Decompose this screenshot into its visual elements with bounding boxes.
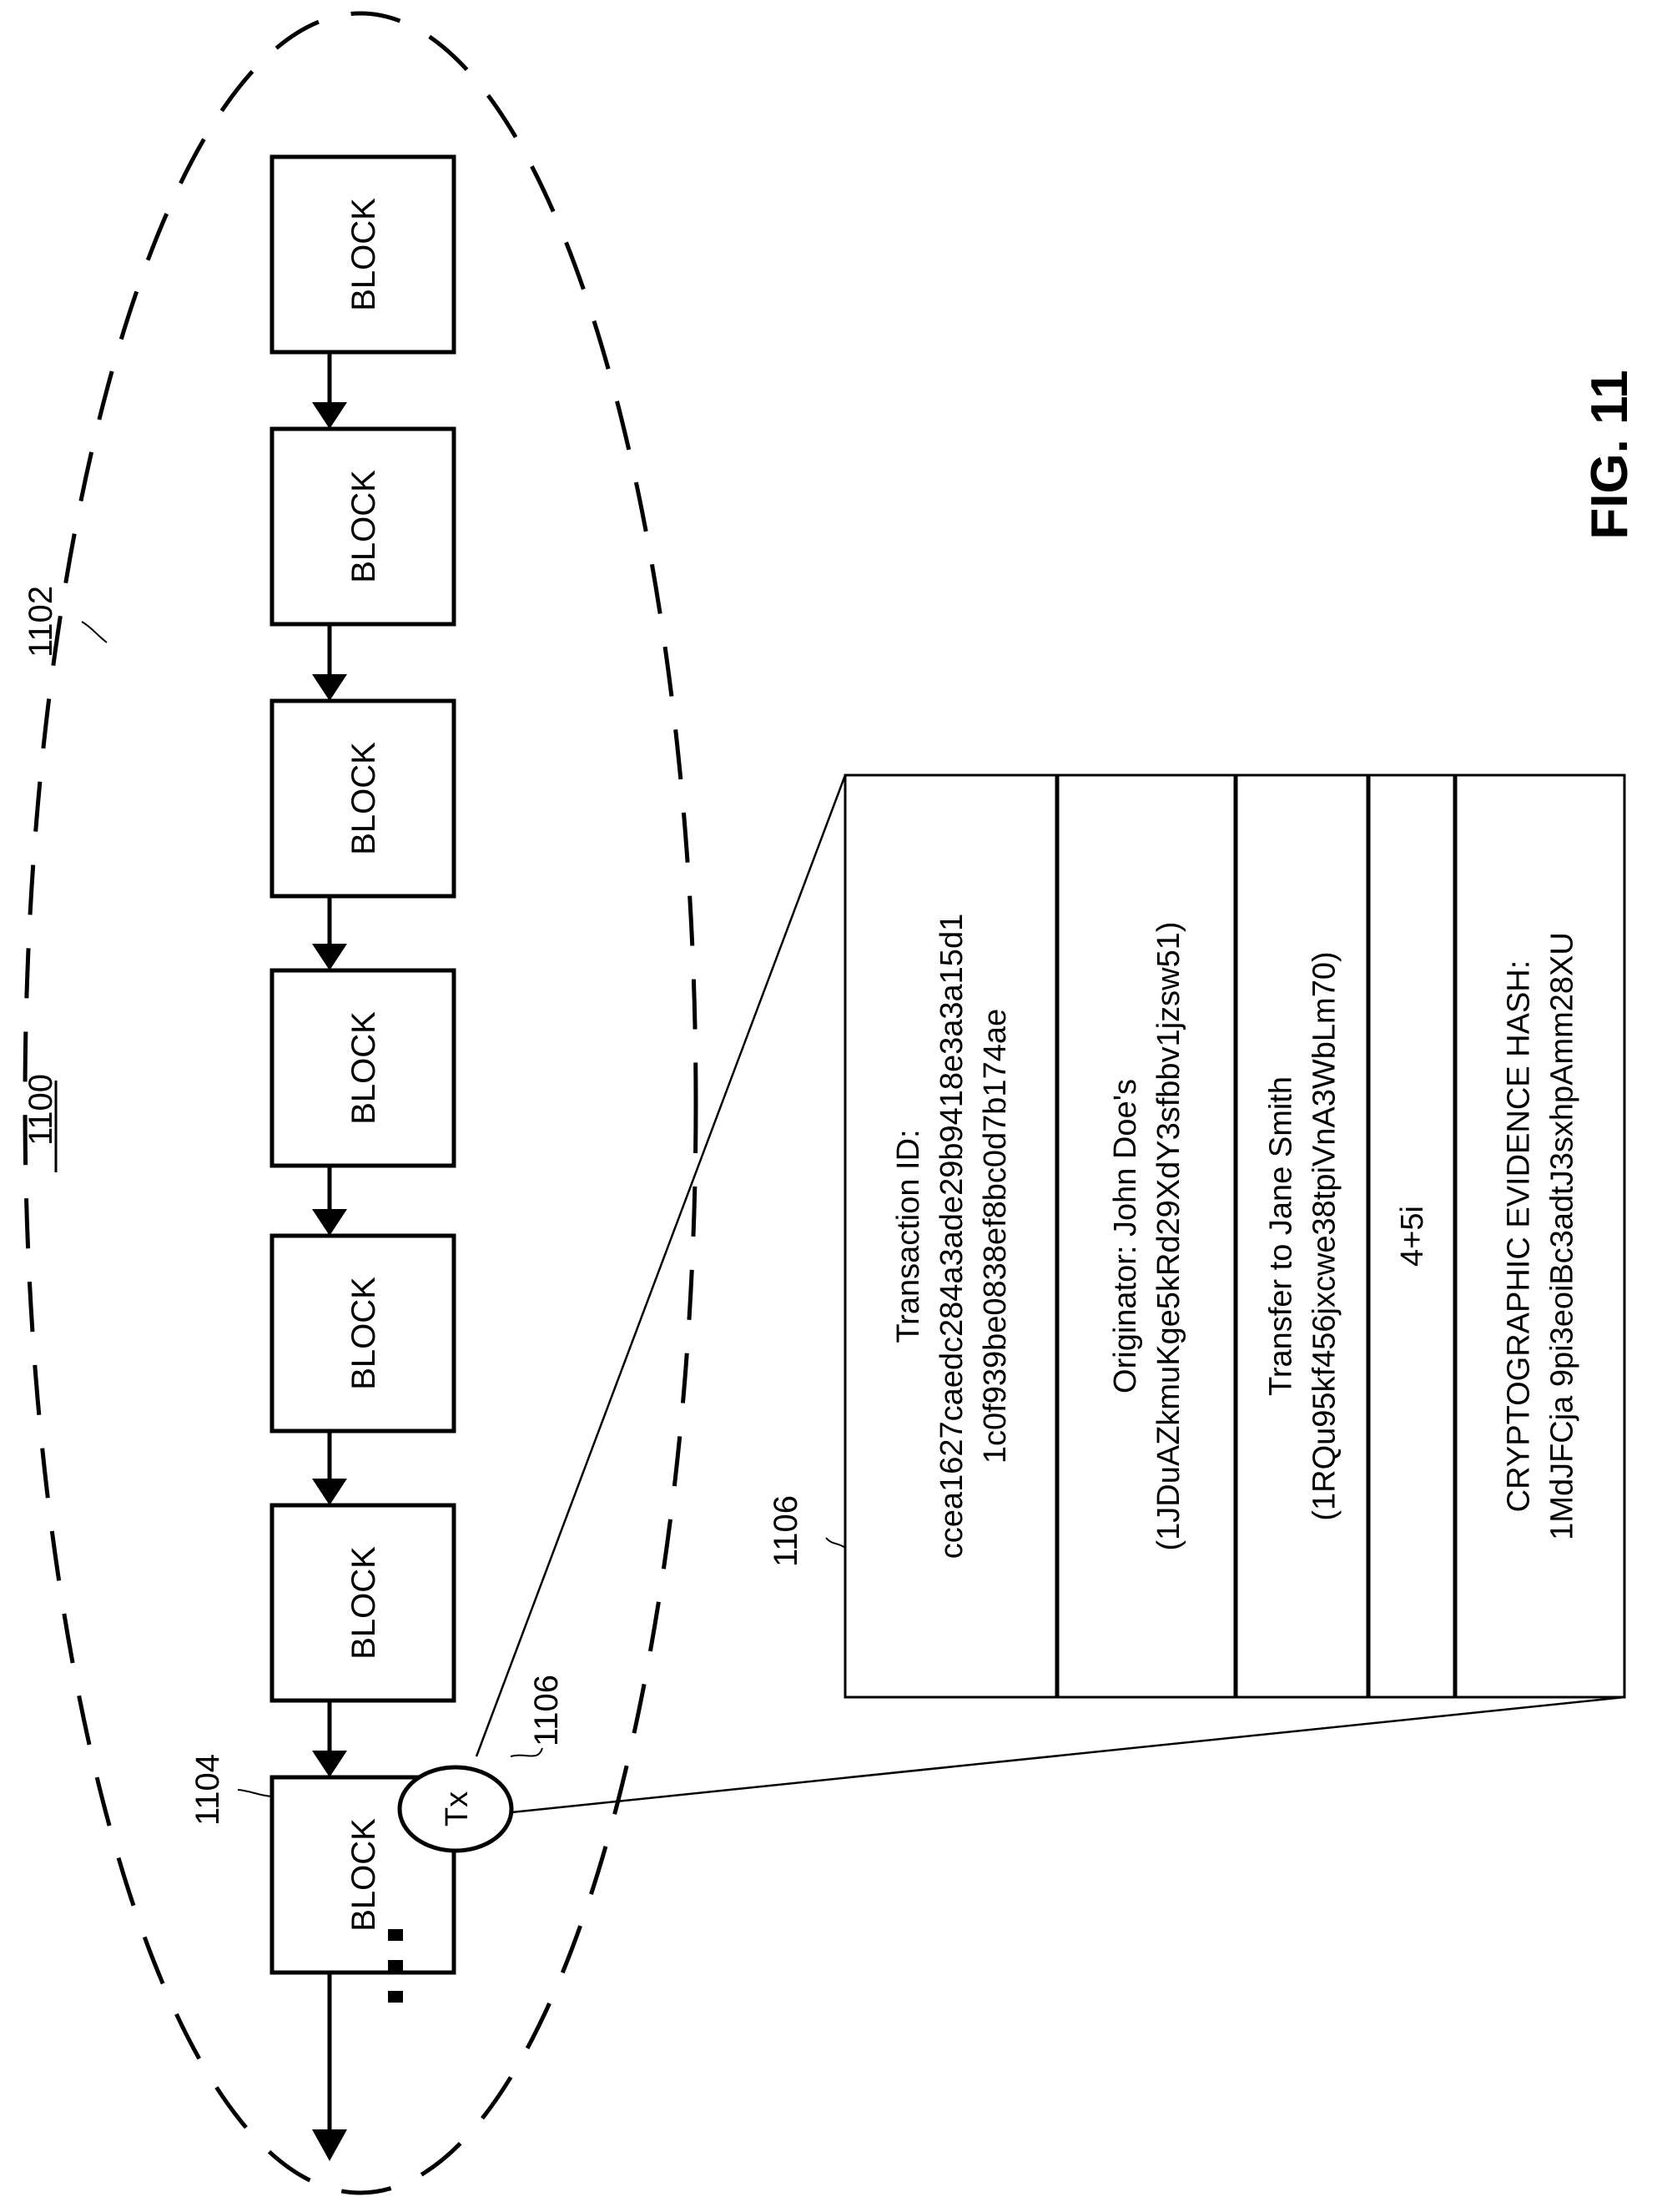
arrowhead-icon: [312, 1479, 347, 1505]
ref-1100: 1100: [23, 1074, 59, 1146]
ref-1102: 1102: [23, 586, 59, 658]
field-line: (1RQu95kf456jxcwe38tpiVnA3WbLm70): [1307, 951, 1342, 1520]
block-label: BLOCK: [345, 198, 382, 311]
transaction-detail: Transaction ID:ccea1627caedc284a3ade29b9…: [845, 775, 1624, 1697]
arrowhead-icon: [312, 402, 347, 429]
block-4[interactable]: BLOCK: [272, 970, 454, 1166]
block-1[interactable]: BLOCK: [272, 157, 454, 352]
ref-1104: 1104: [189, 1754, 226, 1826]
ref-1106-detail-leader: [826, 1538, 845, 1548]
field-line: 1MdJFCja 9pi3eoiBc3adtJ3sxhpAmm28XU: [1545, 932, 1580, 1540]
ref-1106-tx-leader: [511, 1748, 542, 1756]
continuation-arrowhead: [312, 2129, 347, 2161]
arrowhead-icon: [312, 944, 347, 970]
callout-line-bottom: [511, 1697, 1624, 1812]
field-line: CRYPTOGRAPHIC EVIDENCE HASH:: [1502, 960, 1537, 1513]
field-line: Transfer to Jane Smith: [1264, 1076, 1299, 1396]
block-label: BLOCK: [345, 742, 382, 855]
field-line: ccea1627caedc284a3ade29b9418e3a3a15d1: [934, 914, 970, 1559]
field-line: Originator: John Doe's: [1108, 1079, 1143, 1393]
block-3[interactable]: BLOCK: [272, 701, 454, 896]
tx-label: Tx: [440, 1791, 475, 1827]
block-label: BLOCK: [345, 1546, 382, 1660]
field-line: Transaction ID:: [891, 1129, 926, 1343]
arrowhead-icon: [312, 674, 347, 701]
arrowhead-icon: [312, 1751, 347, 1777]
callout-line-top: [476, 775, 845, 1756]
field-line: 4+5i: [1395, 1206, 1430, 1267]
ref-1106-detail: 1106: [768, 1495, 804, 1567]
field-line: 1c0f939be0838ef8bc0d7b174ae: [978, 1009, 1013, 1464]
block-label: BLOCK: [345, 470, 382, 583]
block-label: BLOCK: [345, 1818, 382, 1932]
block-2[interactable]: BLOCK: [272, 429, 454, 624]
arrowhead-icon: [312, 1209, 347, 1236]
transaction-node[interactable]: Tx: [400, 1767, 511, 1851]
block-5[interactable]: BLOCK: [272, 1236, 454, 1431]
transaction-field-4: 4+5i: [1395, 1206, 1430, 1267]
block-label: BLOCK: [345, 1277, 382, 1390]
field-line: (1JDuAZkmuKge5kRd29XdY3sfbbv1jzsw51): [1151, 921, 1186, 1550]
ref-1102-leader: [82, 622, 107, 642]
ref-1106-tx: 1106: [528, 1675, 565, 1746]
block-6[interactable]: BLOCK: [272, 1505, 454, 1701]
ellipsis-icon: [388, 1929, 403, 2003]
block-label: BLOCK: [345, 1011, 382, 1125]
ref-1104-leader: [238, 1790, 272, 1796]
figure-label: FIG. 11: [1581, 370, 1639, 539]
